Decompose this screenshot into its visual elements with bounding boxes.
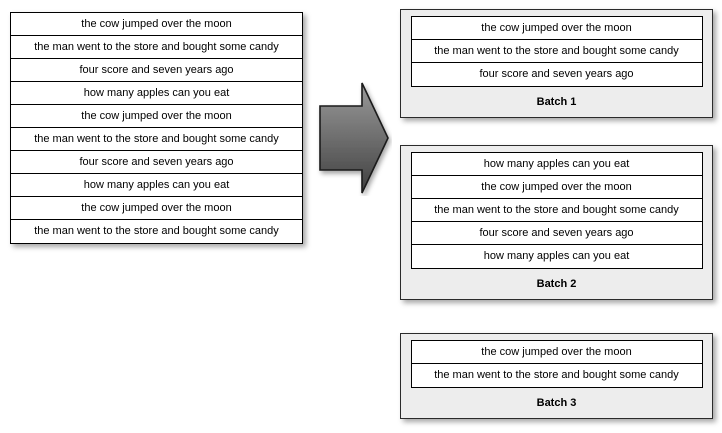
sentence-row: the man went to the store and bought som… bbox=[11, 36, 302, 59]
sentence-row: the man went to the store and bought som… bbox=[411, 40, 702, 63]
sentence-row: the cow jumped over the moon bbox=[411, 17, 702, 40]
sentence-row: the cow jumped over the moon bbox=[11, 13, 302, 36]
sentence-row: four score and seven years ago bbox=[11, 151, 302, 174]
sentence-row: the man went to the store and bought som… bbox=[34, 225, 279, 237]
sentence-row: the cow jumped over the moon bbox=[411, 341, 702, 364]
batch-group: the cow jumped over the moon the man went… bbox=[400, 333, 713, 419]
sentence-row: how many apples can you eat bbox=[11, 174, 302, 197]
batch-label: Batch 3 bbox=[536, 397, 577, 409]
sentence-row: four score and seven years ago bbox=[11, 59, 302, 82]
sentence-row: how many apples can you eat bbox=[11, 82, 302, 105]
sentence-row: the man went to the store and bought som… bbox=[411, 199, 702, 222]
batch-label: Batch 1 bbox=[536, 96, 577, 108]
sentence-row: the cow jumped over the moon bbox=[11, 105, 302, 128]
sentence-row: four score and seven years ago bbox=[479, 68, 634, 80]
sentence-row: how many apples can you eat bbox=[483, 250, 630, 262]
sentence-row: the man went to the store and bought som… bbox=[434, 369, 679, 381]
batch-label: Batch 2 bbox=[536, 278, 577, 290]
right-block-arrow-icon bbox=[316, 80, 392, 196]
sentence-row: how many apples can you eat bbox=[411, 153, 702, 176]
sentence-row: the man went to the store and bought som… bbox=[11, 128, 302, 151]
sentence-row: the cow jumped over the moon bbox=[411, 176, 702, 199]
batch-lines-table: the cow jumped over the moon the man went… bbox=[410, 340, 703, 388]
sentence-row: four score and seven years ago bbox=[411, 222, 702, 245]
sentence-row: the cow jumped over the moon bbox=[11, 197, 302, 220]
